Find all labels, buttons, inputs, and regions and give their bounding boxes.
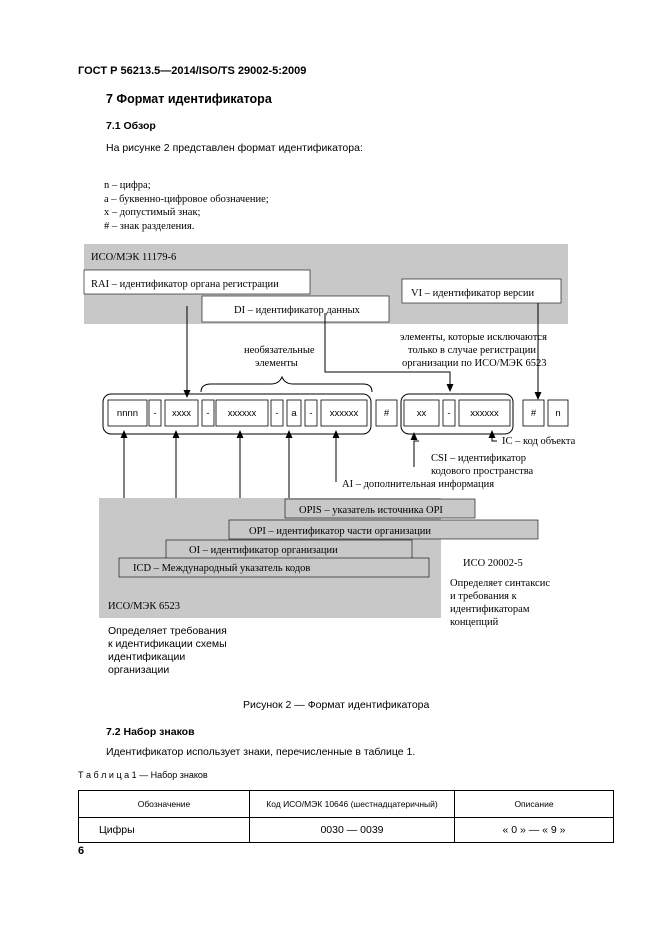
iso-20002-label: ИСО 20002-5 — [463, 558, 523, 569]
identifier-cell — [215, 399, 269, 427]
opi-label: OPI – идентификатор части организации — [249, 526, 431, 537]
rai-label: RAI – идентификатор органа регистрации — [91, 279, 279, 290]
identifier-cell — [403, 399, 440, 427]
iso-20002-desc: идентификаторам — [450, 604, 530, 615]
identifier-cell-text: n — [555, 408, 560, 419]
csi-label: кодового пространства — [431, 466, 534, 477]
iso-6523-desc: Определяет требования — [108, 625, 227, 637]
icd-box — [118, 557, 430, 578]
optional-elements-label: элементы — [255, 358, 298, 369]
excluded-elements-label: элементы, которые исключаются — [400, 332, 547, 343]
iso-20002-desc: Определяет синтаксис — [450, 578, 550, 589]
optional-elements-label: необязательные — [244, 345, 315, 356]
charset-text: Идентификатор использует знаки, перечисл… — [106, 746, 416, 758]
identifier-cell-text: # — [531, 408, 537, 419]
identifier-cell — [286, 399, 302, 427]
identifier-cell-text: - — [447, 408, 450, 419]
oi-label: OI – идентификатор организации — [189, 545, 338, 556]
vi-box — [401, 278, 562, 304]
excluded-group-outline — [400, 393, 514, 435]
table-cell: 0030 — 0039 — [249, 817, 455, 843]
table-header-cell: Код ИСО/МЭК 10646 (шестнадцатеричный) — [249, 790, 455, 818]
rai-box — [83, 269, 311, 295]
table-cell: « 0 » — « 9 » — [454, 817, 614, 843]
csi-arrow — [413, 440, 419, 467]
identifier-cell-text: # — [384, 408, 390, 419]
iso-20002-desc: и требования к — [450, 591, 518, 602]
identifier-format-diagram: ИСО/МЭК 11179-6 RAI – идентификатор орга… — [83, 244, 576, 676]
iso-11179-label: ИСО/МЭК 11179-6 — [91, 252, 176, 263]
table-header-row: Обозначение Код ИСО/МЭК 10646 (шестнадца… — [78, 790, 614, 818]
optional-group-outline — [102, 393, 372, 435]
legend-item: x – допустимый знак; — [104, 207, 201, 218]
vi-label: VI – идентификатор версии — [411, 288, 534, 299]
excluded-elements-label: организации по ИСО/МЭК 6523 — [402, 358, 546, 369]
opis-box — [284, 498, 476, 519]
table-header-cell: Описание — [454, 790, 614, 818]
section-title: 7 Формат идентификатора — [106, 92, 272, 106]
page-number: 6 — [78, 845, 85, 857]
identifier-cell-text: - — [206, 408, 209, 419]
character-set-table: Обозначение Код ИСО/МЭК 10646 (шестнадца… — [78, 790, 614, 843]
table-caption: Т а б л и ц а 1 — Набор знаков — [78, 770, 208, 780]
ic-label: IC – код объекта — [502, 436, 576, 447]
identifier-cell — [164, 399, 199, 427]
identifier-cell-text: xx — [417, 408, 427, 419]
table-header-cell: Обозначение — [78, 790, 250, 818]
identifier-cell-text: xxxxxx — [470, 408, 499, 419]
opis-label: OPIS – указатель источника OPI — [299, 505, 443, 516]
document-header: ГОСТ Р 56213.5—2014/ISO/TS 29002-5:2009 — [78, 65, 307, 77]
identifier-cell — [522, 399, 545, 427]
identifier-cell — [304, 399, 318, 427]
identifier-cell — [270, 399, 284, 427]
identifier-cell-text: xxxxxx — [330, 408, 359, 419]
legend-item: n – цифра; — [104, 180, 151, 191]
identifier-cell — [375, 399, 398, 427]
identifier-cell — [148, 399, 162, 427]
subsection-title-charset: 7.2 Набор знаков — [106, 726, 195, 738]
legend-item: # – знак разделения. — [104, 220, 195, 232]
identifier-cell-text: xxxx — [172, 408, 191, 419]
legend: n – цифра; a – буквенно-цифровое обознач… — [104, 179, 269, 233]
subsection-title-overview: 7.1 Обзор — [106, 120, 156, 132]
identifier-cell — [320, 399, 368, 427]
identifier-cell-text: a — [291, 408, 297, 419]
icd-label: ICD – Международный указатель кодов — [133, 563, 310, 574]
di-box — [201, 295, 390, 323]
identifier-cell — [442, 399, 456, 427]
overview-text: На рисунке 2 представлен формат идентифи… — [106, 142, 363, 154]
di-connector — [324, 313, 451, 388]
table-cell: Цифры — [78, 817, 250, 843]
identifier-cell — [201, 399, 215, 427]
opi-box — [228, 519, 539, 540]
identifier-cell — [458, 399, 511, 427]
identifier-cell-text: - — [275, 408, 278, 419]
iso-6523-desc: к идентификации схемы — [108, 638, 227, 650]
identifier-cell-text: xxxxxx — [228, 408, 257, 419]
table-row: Цифры 0030 — 0039 « 0 » — « 9 » — [78, 817, 614, 843]
identifier-cell-text: - — [309, 408, 312, 419]
csi-label: CSI – идентификатор — [431, 453, 526, 464]
iso-6523-label: ИСО/МЭК 6523 — [108, 601, 180, 612]
iso-6523-desc: идентификации — [108, 651, 185, 663]
figure-caption: Рисунок 2 — Формат идентификатора — [243, 699, 430, 711]
identifier-cell — [107, 399, 148, 427]
identifier-cell — [547, 399, 569, 427]
iso-6523-desc: организации — [108, 664, 169, 676]
excluded-elements-label: только в случае регистрации — [408, 345, 536, 356]
identifier-cell-text: nnnn — [117, 408, 138, 419]
di-label: DI – идентификатор данных — [234, 305, 361, 316]
legend-item: a – буквенно-цифровое обозначение; — [104, 193, 269, 205]
ai-label: AI – дополнительная информация — [342, 479, 494, 490]
iso-20002-desc: концепций — [450, 617, 499, 628]
identifier-cell-text: - — [153, 408, 156, 419]
optional-brace — [200, 375, 373, 393]
